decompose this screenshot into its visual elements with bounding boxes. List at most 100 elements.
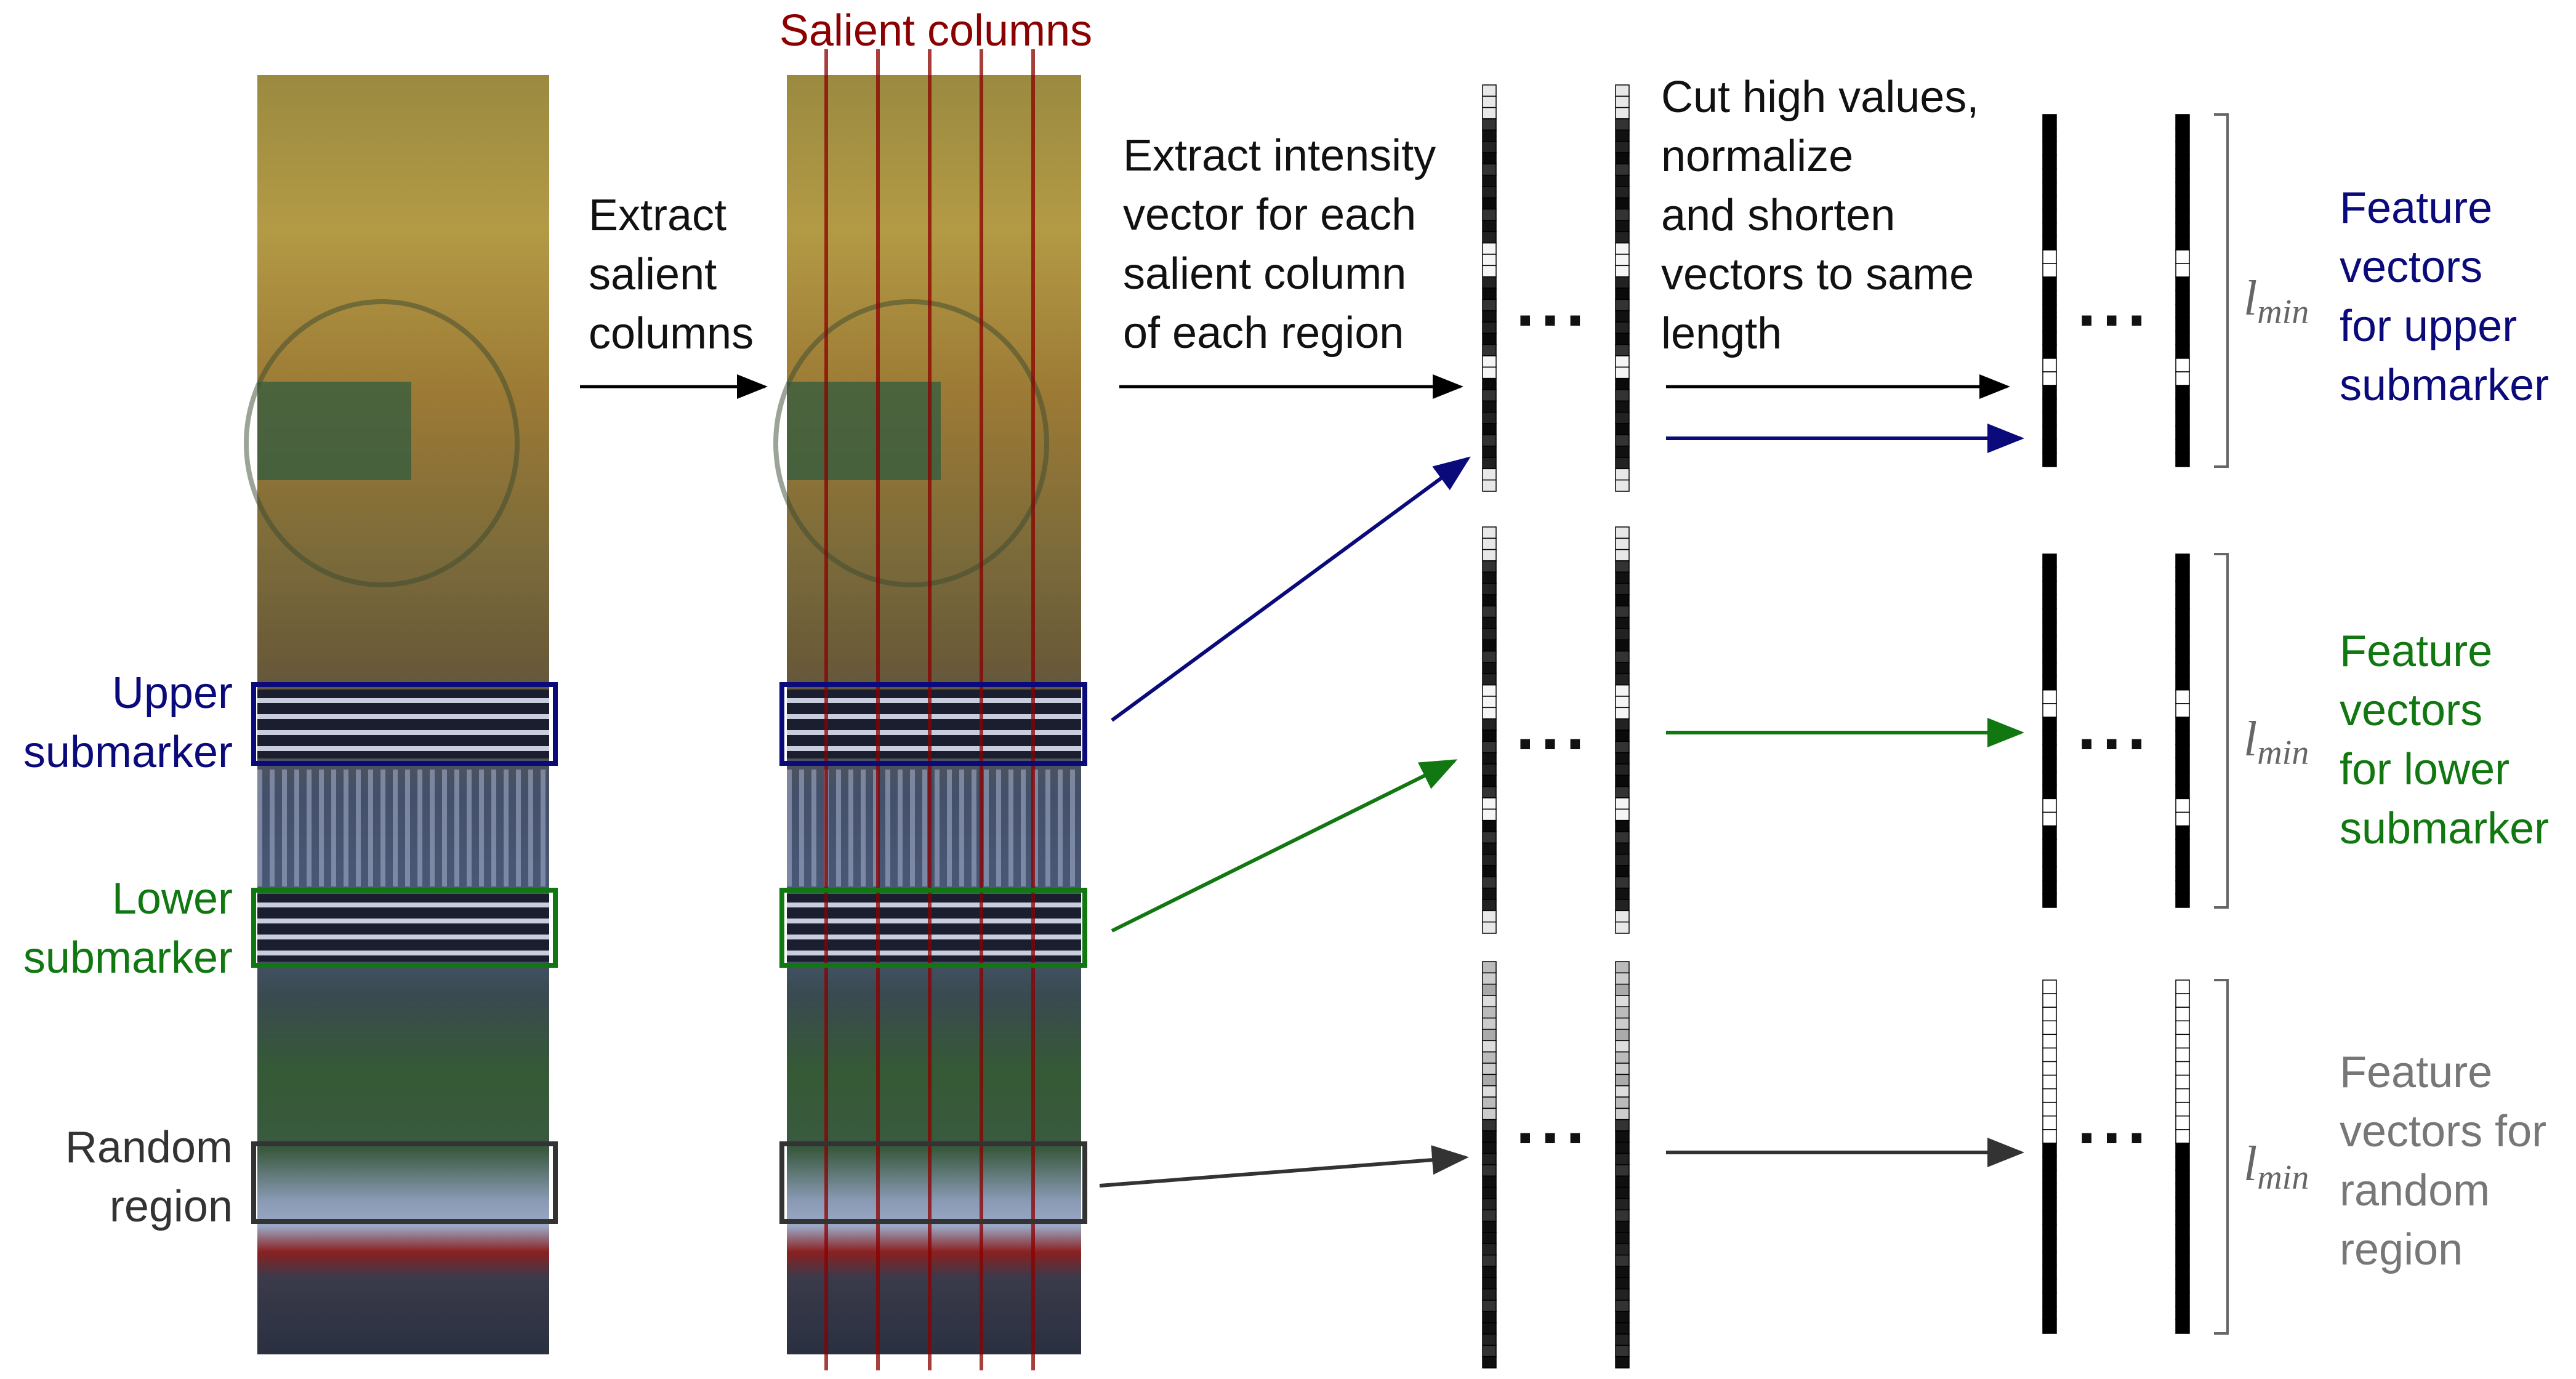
random-raw-vector-cell (1615, 1243, 1630, 1256)
barcode-bar (947, 770, 952, 886)
lower-feature-vector-cell (2042, 594, 2057, 609)
lower-feature-vector-cell (2042, 880, 2057, 895)
upper-feature-vector-cell (2042, 317, 2057, 332)
upper-raw-vector-cell (1615, 163, 1630, 176)
random-region-label: Random region (65, 1123, 233, 1231)
upper-feature-vector-cell (2042, 236, 2057, 251)
submarker-stripe (787, 730, 1081, 735)
random-feature-vector-cell (2042, 1319, 2057, 1334)
lower-feature-vector-cell (2042, 675, 2057, 691)
barcode-bar (1045, 770, 1050, 886)
lower-feature-vector-cell (2042, 866, 2057, 881)
random-raw-vector-cell (1482, 1175, 1497, 1188)
submarker-stripe (787, 698, 1081, 703)
upper-feature-vector-cell (2042, 182, 2057, 196)
random-raw-vector-cell (1615, 1063, 1630, 1075)
lower-raw-vector-cell (1482, 605, 1497, 618)
lower-raw-vector-cell (1482, 628, 1497, 641)
lower-raw-vector-cell (1482, 560, 1497, 573)
lower-raw-vector-cell (1482, 639, 1497, 652)
upper-raw-vector-cell (1615, 400, 1630, 413)
lower-feature-vector-cell (2175, 730, 2190, 745)
random-feature-vector-cell (2042, 1183, 2057, 1198)
barcode-bar (910, 770, 915, 886)
random-feature-vector-cell (2042, 1197, 2057, 1212)
barcode-bar (848, 770, 853, 886)
upper-raw-vector-cell (1482, 107, 1497, 119)
lower-feature-vector-cell (2042, 648, 2057, 664)
lower-raw-vector-cell (1482, 899, 1497, 912)
lower-raw-vector-cell (1482, 842, 1497, 855)
lower-feature-vector-cell (2175, 675, 2190, 691)
upper-raw-vector-cell (1615, 457, 1630, 470)
lower-feature-vector-cell (2175, 811, 2190, 827)
upper-raw-vector-cell (1615, 129, 1630, 142)
random-raw-vector-cell (1615, 1266, 1630, 1279)
upper-feature-vector-cell (2042, 425, 2057, 440)
upper-raw-vector-cell (1482, 220, 1497, 233)
upper-raw-vector-cell (1482, 129, 1497, 142)
ellipsis-random-1: ... (1516, 1082, 1591, 1158)
random-raw-vector-cell (1482, 1051, 1497, 1064)
upper-feature-vector-cell (2042, 249, 2057, 264)
upper-feature-vector-cell (2175, 236, 2190, 251)
random-raw-vector-cell (1615, 1220, 1630, 1233)
lower-raw-vector-cell (1482, 616, 1497, 629)
random-feature-vector-cell (2042, 1034, 2057, 1049)
lower-feature-vector-cell (2042, 553, 2057, 568)
random-feature-vector-cell (2042, 1306, 2057, 1321)
lower-feature-vector-cell (2175, 838, 2190, 854)
random-raw-vector-cell (1482, 1254, 1497, 1267)
submarker-stripe (257, 935, 549, 939)
random-raw-vector-cell (1615, 1333, 1630, 1346)
ellipsis-upper-1: ... (1516, 265, 1591, 340)
random-feature-vector-cell (2175, 1197, 2190, 1212)
upper-raw-vector-cell (1482, 377, 1497, 390)
random-raw-vector-cell (1615, 1300, 1630, 1313)
random-raw-vector-cell (1482, 1220, 1497, 1233)
lower-raw-vector-cell (1615, 741, 1630, 754)
random-raw-vector-cell (1482, 1152, 1497, 1165)
random-feature-vector-cell (2042, 1007, 2057, 1021)
lower-feature-vector-cell (2175, 703, 2190, 718)
lower-raw-vector-cell (1615, 865, 1630, 878)
lower-feature-vector-cell (2042, 784, 2057, 800)
lower-raw-vector-cell (1615, 808, 1630, 821)
random-raw-vector-cell (1615, 1029, 1630, 1042)
lower-raw-vector-cell (1482, 673, 1497, 686)
lower-feature-vector-cell (2042, 798, 2057, 813)
lower-raw-vector-cell (1482, 718, 1497, 731)
upper-feature-vector-cell (2042, 141, 2057, 156)
random-raw-vector-cell (1482, 1096, 1497, 1109)
barcode-bar (528, 770, 533, 886)
lower-feature-vector-cell (2175, 757, 2190, 772)
lower-raw-vector-cell (1615, 763, 1630, 776)
random-feature-vector-cell (2175, 1264, 2190, 1280)
lower-feature-vector-cell (2042, 771, 2057, 786)
barcode-bar (405, 770, 410, 886)
barcode-bar (1070, 770, 1075, 886)
random-feature-vector-cell (2175, 1047, 2190, 1063)
upper-feature-vector-cell (2042, 439, 2057, 454)
random-raw-vector-cell (1615, 1074, 1630, 1087)
upper-raw-vector-cell (1615, 152, 1630, 165)
lmin-random: lmin (2244, 1137, 2309, 1197)
random-raw-vector-cell (1615, 1006, 1630, 1019)
upper-raw-vector-cell (1615, 377, 1630, 390)
random-feature-vector-cell (2175, 1170, 2190, 1184)
upper-raw-vector-cell (1615, 118, 1630, 131)
upper-submarker-box-2 (779, 682, 1087, 766)
lower-raw-vector-cell (1615, 605, 1630, 618)
upper-raw-vector-cell (1615, 174, 1630, 187)
lower-feature-vector-cell (2175, 567, 2190, 582)
lower-feature-vector-cell (2175, 662, 2190, 677)
submarker-stripe (257, 698, 549, 703)
lower-raw-vector-cell (1482, 526, 1497, 539)
random-feature-vector-cell (2042, 1020, 2057, 1035)
lower-raw-vector-cell (1615, 887, 1630, 900)
upper-feature-vector-cell (2175, 290, 2190, 305)
lower-raw-vector-cell (1482, 876, 1497, 889)
upper-feature-vector-cell (2175, 209, 2190, 223)
upper-feature-vector-cell (2175, 371, 2190, 386)
